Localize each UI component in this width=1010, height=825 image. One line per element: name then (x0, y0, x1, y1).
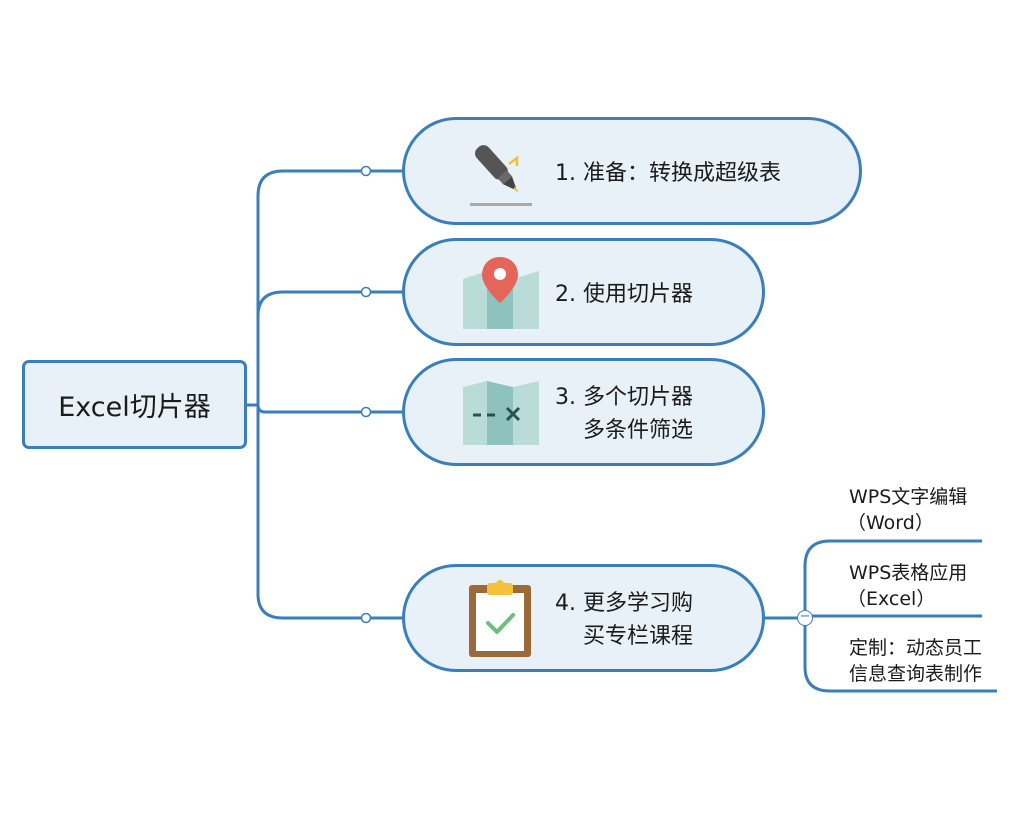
map-cross-icon (463, 381, 539, 445)
branch-3-text-line1: 多个切片器 (583, 385, 694, 410)
root-topic-label: Excel切片器 (58, 392, 211, 423)
branch-1-label: 1. 准备：转换成超级表 (555, 157, 781, 190)
subtopic-3-line1: 定制：动态员工 (849, 637, 983, 659)
subtopic-1-line2: （Word） (847, 512, 934, 534)
branch-2-number: 2. (555, 282, 576, 307)
subtopic-2[interactable]: WPS表格应用 （Excel） (847, 560, 968, 612)
subtopic-2-line1: WPS表格应用 (849, 562, 968, 584)
branch-4-topic[interactable]: 4. 更多学习购 买专栏课程 (402, 564, 765, 672)
branch-3-label: 3. 多个切片器 多条件筛选 (555, 381, 693, 447)
branch-2-topic[interactable]: 2. 使用切片器 (402, 238, 765, 346)
branch-4-text-line2: 买专栏课程 (583, 624, 694, 649)
branch-3-number: 3. (555, 385, 576, 410)
branch-3-topic[interactable]: 3. 多个切片器 多条件筛选 (402, 358, 765, 466)
branch-4-number: 4. (555, 591, 576, 616)
subtopic-1[interactable]: WPS文字编辑 （Word） (847, 484, 968, 536)
connector-dot (360, 286, 372, 298)
branch-4-label: 4. 更多学习购 买专栏课程 (555, 587, 693, 653)
pen-icon (470, 145, 532, 206)
branch-2-label: 2. 使用切片器 (555, 278, 693, 311)
subtopic-3-line2: 信息查询表制作 (849, 663, 983, 685)
subtopic-2-line2: （Excel） (847, 588, 936, 610)
branch-1-topic[interactable]: 1. 准备：转换成超级表 (402, 117, 862, 225)
clipboard-check-icon (469, 580, 531, 657)
branch-2-text: 使用切片器 (583, 282, 694, 307)
root-topic[interactable]: Excel切片器 (22, 360, 247, 449)
subtopic-1-line1: WPS文字编辑 (849, 486, 968, 508)
branch-4-text-line1: 更多学习购 (583, 591, 694, 616)
connector-dot (360, 612, 372, 624)
collapse-toggle-button[interactable]: − (797, 610, 813, 626)
connector-dot (360, 165, 372, 177)
map-pin-icon (463, 257, 539, 329)
minus-icon: − (799, 609, 811, 624)
connector-dot (360, 406, 372, 418)
branch-1-number: 1. (555, 161, 576, 186)
branch-3-text-line2: 多条件筛选 (583, 418, 694, 443)
branch-1-text: 准备：转换成超级表 (583, 161, 782, 186)
subtopic-3[interactable]: 定制：动态员工 信息查询表制作 (849, 635, 982, 687)
